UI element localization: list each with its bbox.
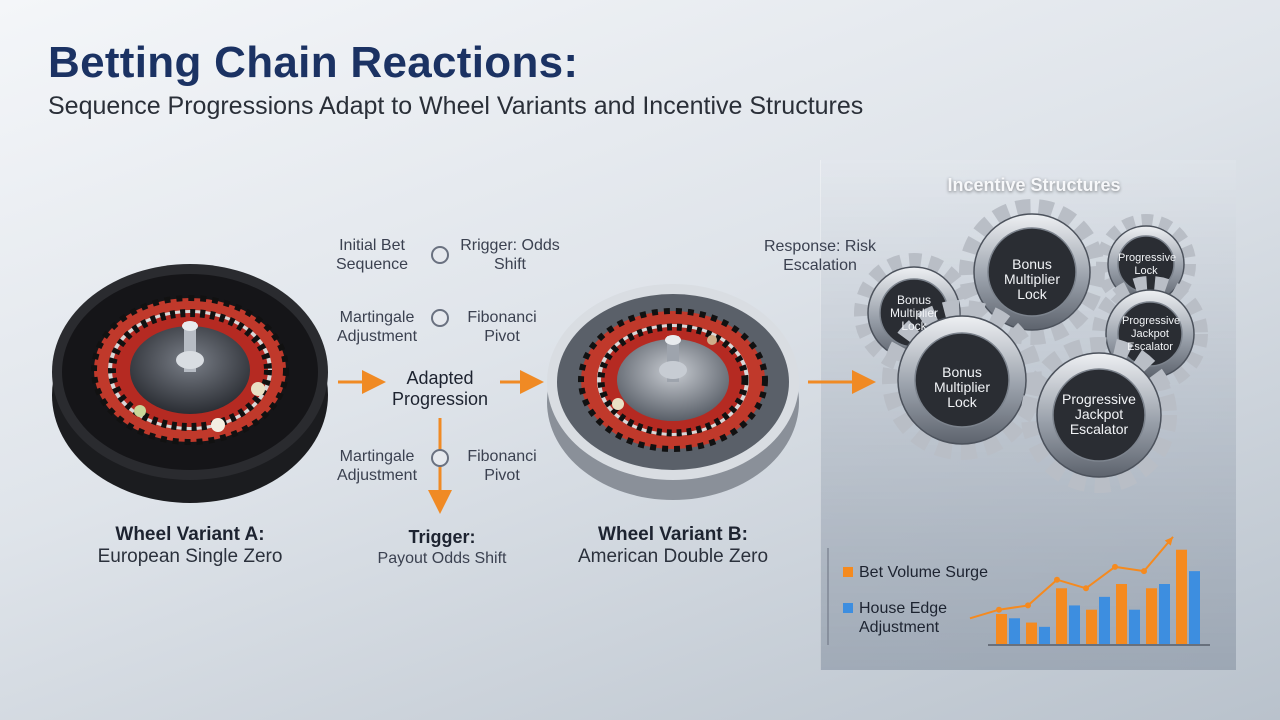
bar-house-edge-1 bbox=[1009, 618, 1020, 644]
trend-point-4 bbox=[1083, 585, 1089, 592]
legend-swatch-house-edge bbox=[843, 603, 853, 613]
trend-point-3 bbox=[1054, 576, 1060, 583]
bar-bet-volume-6 bbox=[1146, 588, 1157, 644]
bar-house-edge-5 bbox=[1129, 609, 1140, 644]
bar-house-edge-4 bbox=[1099, 596, 1110, 644]
legend-swatch-bet-volume bbox=[843, 567, 853, 577]
gear-label-2: Progressive Lock bbox=[1118, 252, 1177, 277]
trend-line bbox=[969, 536, 1174, 620]
roulette-wheel-b bbox=[547, 284, 799, 500]
adapted-progression-label: Adapted Progression bbox=[391, 368, 489, 409]
page-title: Betting Chain Reactions: bbox=[48, 38, 579, 87]
response-label: Response: Risk Escalation bbox=[763, 238, 877, 274]
wheel-a-desc: European Single Zero bbox=[97, 546, 283, 567]
bar-chart bbox=[969, 536, 1200, 644]
legend-house-edge: House Edge Adjustment bbox=[859, 600, 948, 636]
wheel-b-desc: American Double Zero bbox=[577, 546, 769, 567]
martingale-top-label: Martingale Adjustment bbox=[336, 309, 418, 345]
bar-bet-volume-1 bbox=[996, 614, 1007, 644]
trend-point-5 bbox=[1112, 563, 1118, 570]
gear-label-3: Bonus Multiplier Lock bbox=[889, 293, 938, 333]
trend-point-2 bbox=[1025, 602, 1031, 609]
gear-label-4: Progressive Jackpot Escalator bbox=[1122, 315, 1181, 353]
wheel-a-caption: Wheel Variant A: European Single Zero bbox=[70, 524, 310, 568]
incentives-title: Incentive Structures bbox=[947, 175, 1121, 195]
wheel-b-name: Wheel Variant B: bbox=[598, 524, 748, 545]
incentive-gears bbox=[854, 199, 1208, 493]
chart-axes bbox=[827, 548, 1210, 646]
gear-label-5: Bonus Multiplier Lock bbox=[933, 364, 990, 410]
bar-bet-volume-7 bbox=[1176, 549, 1187, 644]
trend-arrowhead bbox=[1164, 536, 1173, 546]
bar-house-edge-7 bbox=[1189, 571, 1200, 644]
wheel-a-name: Wheel Variant A: bbox=[115, 524, 265, 545]
trigger-heading: Trigger: bbox=[408, 527, 476, 547]
gear-label-6: Progressive Jackpot Escalator bbox=[1062, 391, 1136, 437]
trend-point-6 bbox=[1141, 568, 1147, 575]
bar-bet-volume-3 bbox=[1056, 588, 1067, 644]
wheel-b-caption: Wheel Variant B: American Double Zero bbox=[553, 524, 793, 568]
gear-label-1: Bonus Multiplier Lock bbox=[1003, 256, 1060, 302]
bar-bet-volume-2 bbox=[1026, 622, 1037, 644]
martingale-bottom-label: Martingale Adjustment bbox=[336, 448, 418, 484]
page-subtitle: Sequence Progressions Adapt to Wheel Var… bbox=[48, 92, 864, 120]
roulette-wheel-a bbox=[52, 264, 328, 503]
fibonacci-bottom-label: Fibonanci Pivot bbox=[467, 448, 537, 484]
bar-bet-volume-4 bbox=[1086, 609, 1097, 644]
legend-bet-volume: Bet Volume Surge bbox=[859, 564, 988, 581]
bar-house-edge-3 bbox=[1069, 605, 1080, 644]
bar-bet-volume-5 bbox=[1116, 584, 1127, 644]
fibonacci-top-label: Fibonanci Pivot bbox=[467, 309, 537, 345]
flow-connectors bbox=[338, 246, 876, 514]
bar-house-edge-6 bbox=[1159, 584, 1170, 644]
bar-house-edge-2 bbox=[1039, 626, 1050, 644]
rrigger-label: Rrigger: Odds Shift bbox=[460, 237, 560, 273]
trigger-sub: Payout Odds Shift bbox=[377, 550, 507, 567]
trend-point-1 bbox=[996, 606, 1002, 613]
initial-bet-label: Initial Bet Sequence bbox=[335, 237, 409, 273]
